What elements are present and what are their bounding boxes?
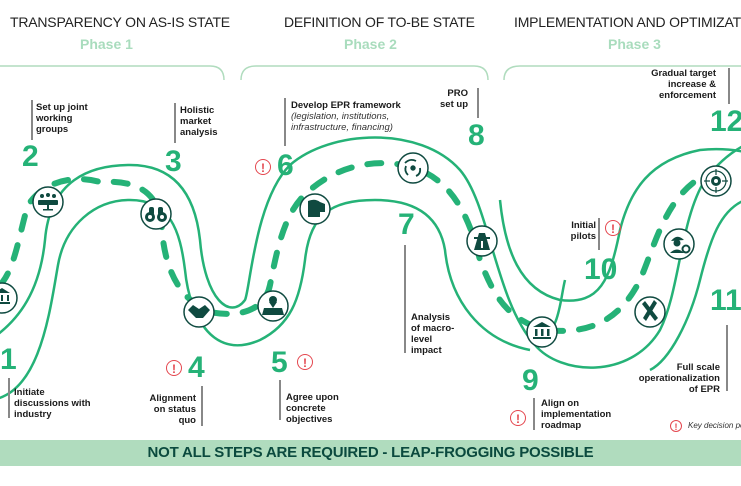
- handshake-icon: [188, 305, 210, 318]
- step-8-number: 8: [468, 119, 485, 152]
- step-9-number: 9: [522, 364, 539, 397]
- target-gear-icon: [704, 169, 728, 193]
- meeting-table-icon: [38, 193, 58, 211]
- step-5-label: Agree upon concrete objectives: [286, 392, 339, 425]
- step-11-leader-line: [726, 325, 728, 391]
- road-outer-edge-phase3-right: [649, 200, 741, 372]
- institution-icon: [533, 322, 551, 339]
- phase-2-subtitle: Phase 2: [344, 36, 397, 52]
- road-inner-edge-phase3: [498, 147, 741, 302]
- step-4-number: 4: [188, 351, 205, 384]
- step-5-key-decision-icon: !: [297, 354, 313, 370]
- step-6-label: Develop EPR framework (legislation, inst…: [291, 100, 421, 133]
- phase-1-subtitle: Phase 1: [80, 36, 133, 52]
- step-12-leader-line: [728, 68, 730, 104]
- step-12-number: 12: [710, 105, 741, 138]
- step-10-key-decision-icon: !: [605, 220, 621, 236]
- phase-3-title: IMPLEMENTATION AND OPTIMIZATION: [514, 14, 741, 30]
- step-10-leader-line: [598, 218, 600, 250]
- step-6-key-decision-icon: !: [255, 159, 271, 175]
- step-8-leader-line: [477, 88, 479, 118]
- highway-icon: [474, 233, 490, 250]
- phase-2-bracket: [240, 65, 489, 81]
- key-decision-legend-label: Key decision point: [688, 421, 741, 430]
- circular-arrows-icon: [404, 158, 422, 177]
- vision-head-icon: [308, 199, 325, 217]
- step-12-label: Gradual target increase & enforcement: [651, 68, 716, 101]
- phase-2-title: DEFINITION OF TO-BE STATE: [284, 14, 475, 30]
- step-1-number: 1: [0, 343, 17, 376]
- step-6-sublabel: (legislation, institutions, infrastructu…: [291, 111, 393, 133]
- step-9-label: Align on implementation roadmap: [541, 398, 612, 431]
- step-6-leader-line: [284, 98, 286, 146]
- key-decision-legend-icon: !: [670, 420, 682, 432]
- institution-icon: [0, 288, 10, 304]
- step-7-leader-line: [404, 245, 406, 353]
- step-8-label: PRO set up: [440, 88, 468, 110]
- step-2-leader-line: [31, 100, 33, 140]
- phase-1-title: TRANSPARENCY ON AS-IS STATE: [10, 14, 230, 30]
- phase-1-bracket: [0, 65, 225, 81]
- step-4-leader-line: [201, 386, 203, 426]
- step-3-number: 3: [165, 145, 182, 178]
- step-5-number: 5: [271, 346, 288, 379]
- step-10-number: 10: [584, 253, 618, 286]
- step-6-title: Develop EPR framework: [291, 100, 401, 111]
- map-pin-icon: [262, 296, 284, 315]
- phase-3-subtitle: Phase 3: [608, 36, 661, 52]
- step-4-label: Alignment on status quo: [149, 393, 196, 426]
- step-4-key-decision-icon: !: [166, 360, 182, 376]
- leap-frogging-banner: NOT ALL STEPS ARE REQUIRED - LEAP-FROGGI…: [0, 440, 741, 466]
- step-11-number: 11: [710, 284, 741, 317]
- step-9-leader-line: [533, 398, 535, 430]
- road-center-line: [0, 160, 703, 334]
- step-10-label: Initial pilots: [570, 220, 596, 242]
- worker-gear-icon: [670, 236, 691, 254]
- step-3-leader-line: [174, 103, 176, 143]
- step-1-label: Initiate discussions with industry: [14, 387, 91, 420]
- step-7-number: 7: [398, 208, 415, 241]
- step-7-label: Analysis of macro-level impact: [411, 312, 455, 356]
- step-3-label: Holistic market analysis: [180, 105, 218, 138]
- step-11-label: Full scale operationalization of EPR: [638, 362, 720, 395]
- binoculars-icon: [145, 207, 167, 222]
- step-5-leader-line: [279, 380, 281, 420]
- step-2-label: Set up joint working groups: [36, 102, 88, 135]
- road-outer-edge: [0, 136, 741, 369]
- step-3-icon: [140, 198, 172, 230]
- step-1-leader-line: [8, 378, 10, 418]
- step-9-key-decision-icon: !: [510, 410, 526, 426]
- phase-3-bracket: [503, 65, 741, 81]
- road-inner-edge: [0, 140, 740, 400]
- tools-icon: [642, 300, 658, 321]
- step-2-number: 2: [22, 140, 39, 173]
- step-6-number: 6: [277, 149, 294, 182]
